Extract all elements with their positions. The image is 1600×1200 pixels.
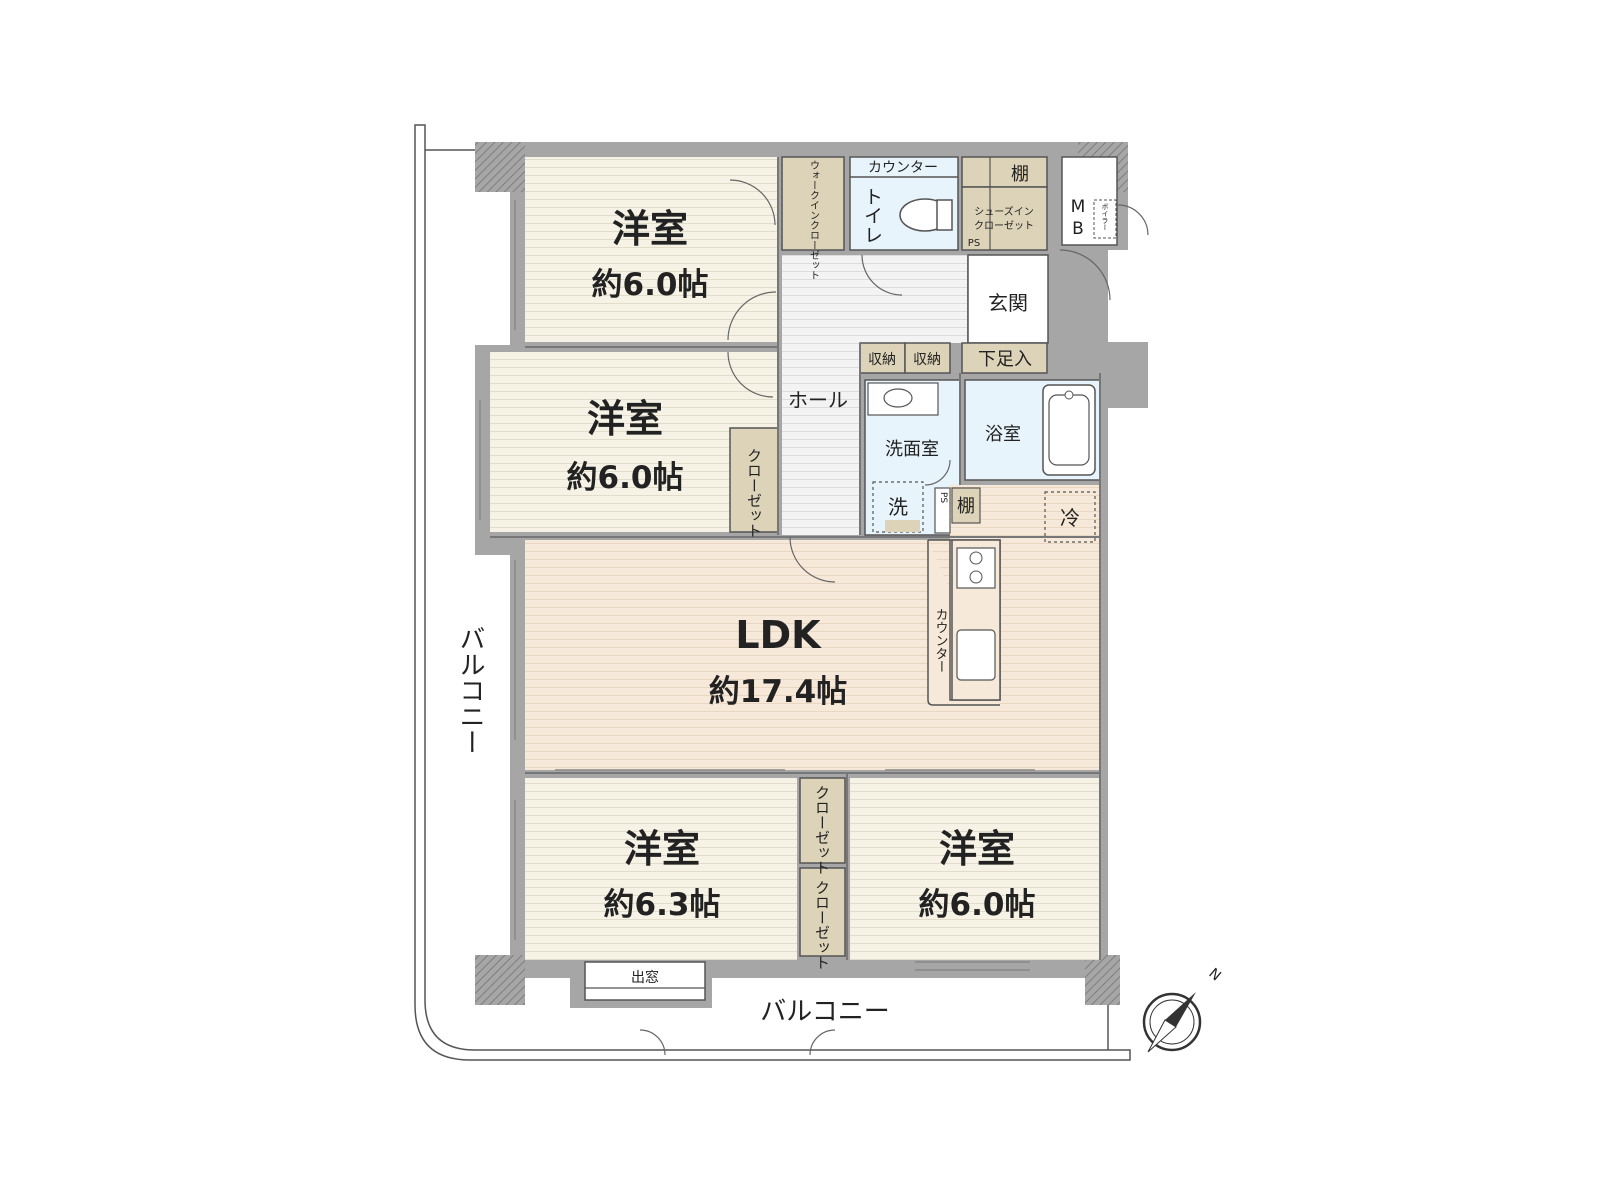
western-br-name: 洋室 [939, 827, 1015, 871]
storage-2-label: 収納 [913, 352, 941, 368]
column [475, 955, 525, 1005]
room-western-mid [490, 352, 777, 532]
closet-bl-top-label: クローゼット [813, 785, 831, 875]
ldk-size: 約17.4帖 [709, 674, 848, 710]
closet-bl-bottom-label: クローゼット [813, 880, 831, 970]
counter-top-label: カウンター [868, 160, 938, 176]
western-mid-name: 洋室 [587, 397, 663, 441]
walkin-closet [781, 156, 845, 251]
closet-bl-bottom [799, 867, 846, 957]
western-bl-name: 洋室 [624, 827, 700, 871]
western-top-name: 洋室 [612, 207, 688, 251]
closet-mid-label: クローゼット [745, 448, 763, 538]
toilet-label: トイレ [861, 187, 883, 244]
counter-kitchen-label: カウンター [933, 608, 948, 673]
room-western-top [525, 157, 777, 342]
room-ldk [525, 540, 1100, 770]
boiler-label: ボイラー [1101, 203, 1109, 231]
western-mid-size: 約6.0帖 [567, 460, 684, 496]
bay-window [584, 961, 706, 1001]
storage-1-label: 収納 [868, 352, 896, 368]
shoes-in-closet [961, 186, 1048, 251]
column [1085, 955, 1120, 1005]
ps-kitchen-label: PS [938, 492, 948, 503]
western-top-size: 約6.0帖 [592, 267, 709, 303]
balcony-left-label: バルコニー [455, 625, 485, 755]
closet-bl-top [799, 777, 846, 864]
shoes-in-closet-label-2: クローゼット [974, 220, 1034, 232]
western-bl-size: 約6.3帖 [604, 887, 721, 923]
mb-label-1: M [1071, 197, 1086, 217]
entrance-label: 玄関 [988, 291, 1028, 315]
compass-n-label: N [1205, 965, 1223, 984]
hall-label: ホール [788, 388, 848, 412]
shoes-in-closet-label-1: シューズイン [974, 205, 1034, 218]
compass-icon [1142, 992, 1202, 1053]
room-western-br [850, 778, 1100, 960]
ps-top-label: PS [968, 238, 980, 249]
shelf-kitchen [951, 487, 981, 524]
shelf-top [961, 156, 1048, 188]
washroom-label: 洗面室 [885, 439, 939, 460]
room-western-bl [525, 778, 797, 960]
balcony-bottom-label: バルコニー [760, 997, 889, 1027]
hall [782, 255, 859, 535]
washer-label: 洗 [888, 495, 908, 519]
western-br-size: 約6.0帖 [919, 887, 1036, 923]
ps-kitchen [934, 487, 951, 534]
ldk-name: LDK [735, 613, 822, 657]
walkin-closet-label: ウォークインクローゼット [808, 160, 820, 280]
bay-window-label: 出窓 [631, 969, 659, 986]
shelf-kitchen-label: 棚 [957, 496, 975, 517]
balcony-outline [414, 124, 1131, 1061]
sink-icon [956, 629, 996, 681]
shelf-top-label: 棚 [1011, 164, 1029, 185]
column [475, 142, 525, 192]
fridge-space [1044, 491, 1096, 543]
shoe-box-label: 下足入 [978, 349, 1032, 370]
storage-2 [904, 342, 951, 374]
fridge-label: 冷 [1060, 506, 1080, 530]
shoe-box [961, 342, 1048, 374]
mb-label-2: B [1072, 219, 1084, 239]
bathroom-label: 浴室 [985, 424, 1021, 445]
closet-mid [729, 427, 779, 533]
